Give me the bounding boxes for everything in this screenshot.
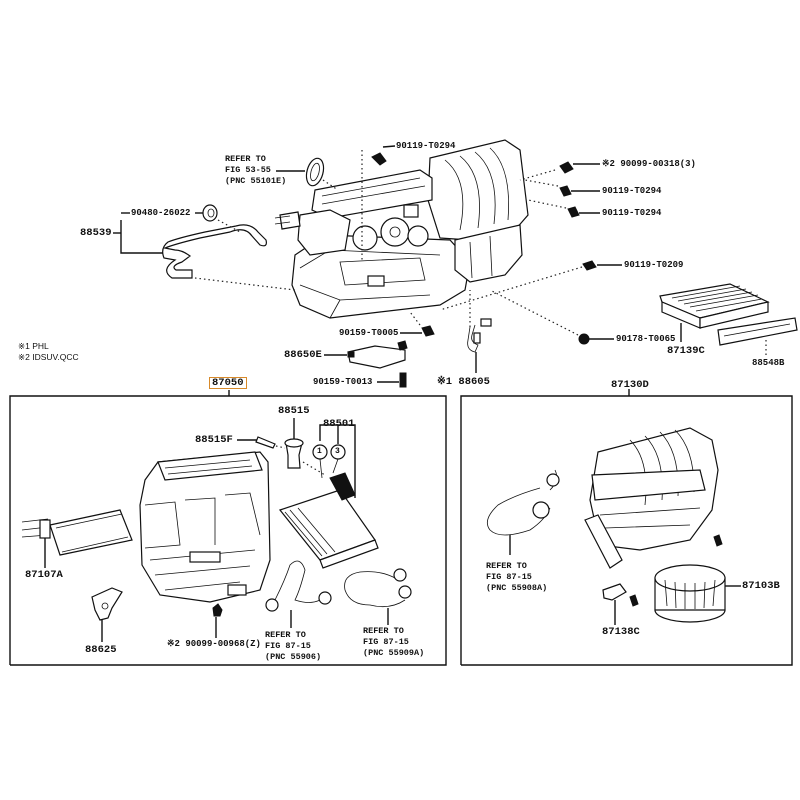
screws-right (439, 161, 622, 345)
part-label[interactable]: ※1 88605 (437, 376, 490, 388)
refer-fig-53-55: REFER TO FIG 53-55 (PNC 55101E) (225, 154, 286, 187)
part-label[interactable]: 88625 (85, 644, 117, 656)
bracket (91, 587, 123, 642)
expansion-valve (237, 418, 326, 476)
refer-line: (PNC 55909A) (363, 648, 425, 658)
part-label[interactable]: 90119-T0294 (396, 141, 456, 151)
refer-fig-87-15-a: REFER TO FIG 87-15 (PNC 55906) (265, 630, 321, 663)
group-label-87130d[interactable]: 87130D (611, 379, 649, 391)
part-label[interactable]: 90159-T0005 (339, 328, 399, 338)
part-label[interactable]: 90119-T0209 (624, 260, 684, 270)
cabin-filter (659, 283, 770, 342)
part-label[interactable]: 88650E (284, 349, 322, 361)
refer-fig-87-15-c: REFER TO FIG 87-15 (PNC 55908A) (486, 561, 547, 594)
part-label[interactable]: 87107A (25, 569, 63, 581)
blower-motor (654, 564, 741, 623)
part-label[interactable]: 88515F (195, 434, 233, 446)
refer-fig-87-15-b: REFER TO FIG 87-15 (PNC 55909A) (363, 626, 424, 659)
part-label[interactable]: 90159-T0013 (313, 377, 373, 387)
part-label[interactable]: 90119-T0294 (602, 186, 662, 196)
note-2: ※2 IDSUV.QCC (18, 352, 79, 362)
group-box-87050 (9, 395, 447, 666)
circle-ref-1: 1 (317, 447, 322, 456)
part-label[interactable]: 87138C (602, 626, 640, 638)
heater-core (21, 509, 133, 568)
refer-line: FIG 87-15 (486, 572, 532, 582)
refer-line: REFER TO (486, 561, 527, 571)
hose-assembly (113, 204, 296, 291)
refer-line: REFER TO (225, 154, 266, 164)
note-1: ※1 PHL (18, 341, 49, 351)
refer-line: FIG 87-15 (265, 641, 311, 651)
part-label[interactable]: ※2 90099-00318(3) (602, 159, 696, 169)
part-label[interactable]: 87139C (667, 345, 705, 357)
refer-line: REFER TO (363, 626, 404, 636)
gasket-part (276, 157, 339, 191)
part-label[interactable]: 88501 (323, 418, 355, 430)
refer-line: (PNC 55101E) (225, 176, 287, 186)
sensor (467, 290, 492, 373)
refer-line: FIG 53-55 (225, 165, 271, 175)
part-label[interactable]: 88539 (80, 227, 112, 239)
hvac-unit-left (139, 451, 271, 603)
wire-harness-left (265, 560, 332, 628)
bolt-bottom (400, 311, 435, 337)
part-label[interactable]: ※2 90099-00968(Z) (167, 639, 261, 649)
resistor (602, 583, 639, 625)
group-box-87130d (460, 395, 793, 666)
refer-line: (PNC 55908A) (486, 583, 548, 593)
part-label[interactable]: 87103B (742, 580, 780, 592)
wire-harness-right (344, 568, 412, 625)
part-label[interactable]: 88548B (752, 358, 785, 368)
amplifier (324, 340, 408, 388)
part-label[interactable]: 90119-T0294 (602, 208, 662, 218)
part-label[interactable]: 88515 (278, 405, 310, 417)
group-label-87050[interactable]: 87050 (209, 377, 247, 389)
hvac-unit-main (274, 139, 529, 319)
bolt-top-icon (361, 145, 396, 260)
filter-cover (717, 317, 798, 356)
refer-line: REFER TO (265, 630, 306, 640)
evaporator (278, 424, 379, 569)
part-label[interactable]: 90480-26022 (131, 208, 191, 218)
refer-line: (PNC 55906) (265, 652, 322, 662)
wire-harness-blower (486, 469, 560, 555)
refer-line: FIG 87-15 (363, 637, 409, 647)
part-label[interactable]: 90178-T0065 (616, 334, 676, 344)
screw-lower (212, 603, 223, 638)
blower-unit-right (584, 427, 723, 569)
circle-ref-3: 3 (335, 447, 340, 456)
